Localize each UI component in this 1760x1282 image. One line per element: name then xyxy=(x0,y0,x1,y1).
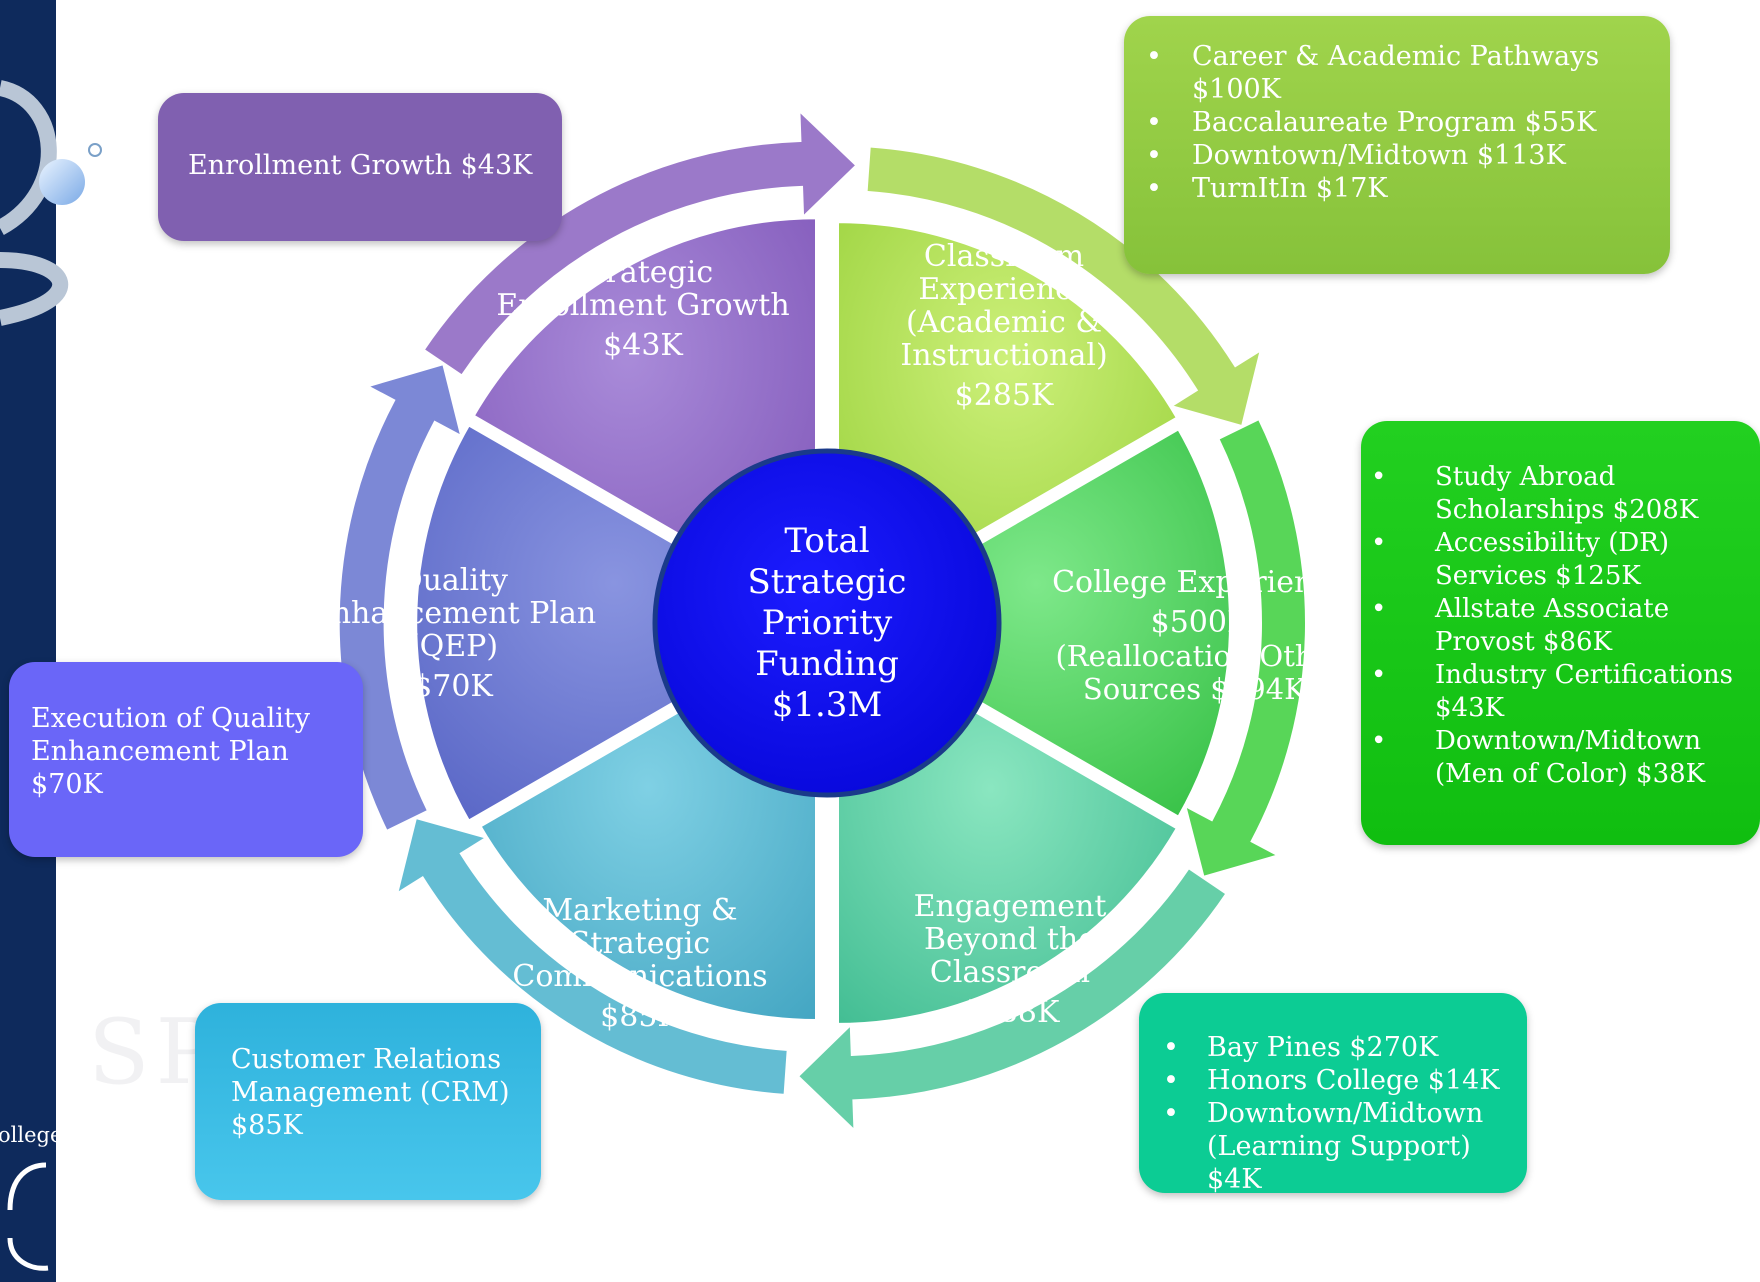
callout-classroom-item: Downtown/Midtown $113K xyxy=(1136,139,1650,172)
callout-marketing: Customer Relations Management (CRM) $85K xyxy=(195,1003,541,1200)
decorative-small-ring xyxy=(88,143,102,157)
callout-college-item: Study Abroad Scholarships $208K xyxy=(1361,461,1754,527)
logo-c-lower xyxy=(7,1237,49,1271)
logo-arc-top xyxy=(0,80,57,236)
decorative-orb xyxy=(39,159,85,205)
arrow-engagement xyxy=(796,866,1228,1133)
segment-qep xyxy=(413,421,818,825)
callout-college-item: Accessibility (DR) Services $125K xyxy=(1361,527,1754,593)
callout-college-item: Downtown/Midtown (Men of Color) $38K xyxy=(1361,725,1754,791)
callout-qep-text: Execution of Quality Enhancement Plan $7… xyxy=(31,703,310,800)
center-hub xyxy=(652,448,1002,798)
logo-arc-bottom xyxy=(0,252,69,326)
callout-classroom: Career & Academic Pathways $100K Baccala… xyxy=(1124,16,1670,274)
segment-amount-enrollment: $43K xyxy=(603,328,683,363)
callout-college: Study Abroad Scholarships $208K Accessib… xyxy=(1361,421,1760,845)
callout-engagement-item: Honors College $14K xyxy=(1153,1064,1517,1097)
callout-marketing-text: Customer Relations Management (CRM) $85K xyxy=(231,1044,510,1141)
segment-label-college: College Experience xyxy=(1052,565,1348,600)
callout-enrollment: Enrollment Growth $43K xyxy=(158,93,562,241)
callout-classroom-item: Baccalaureate Program $55K xyxy=(1136,106,1650,139)
segment-amount-marketing: $85K xyxy=(600,999,680,1034)
arrow-classroom xyxy=(865,145,1263,428)
arrow-enrollment xyxy=(422,108,858,377)
callout-engagement-item: Bay Pines $270K xyxy=(1153,1031,1517,1064)
callout-classroom-item: Career & Academic Pathways $100K xyxy=(1136,40,1650,106)
callout-classroom-item: TurnItIn $17K xyxy=(1136,172,1650,205)
logo-c-upper xyxy=(7,1162,47,1211)
callout-qep: Execution of Quality Enhancement Plan $7… xyxy=(9,662,363,857)
arrow-college xyxy=(1183,417,1307,879)
segment-amount-classroom: $285K xyxy=(955,378,1054,413)
callout-engagement-item: Downtown/Midtown (Learning Support) $4K xyxy=(1153,1097,1517,1196)
arrow-marketing xyxy=(395,816,789,1096)
segment-amount-college: $500K xyxy=(1151,605,1250,640)
callout-college-item: Allstate Associate Provost $86K xyxy=(1361,593,1754,659)
callout-engagement: Bay Pines $270K Honors College $14K Down… xyxy=(1139,993,1527,1196)
college-label: ollege xyxy=(0,1123,63,1147)
segment-amount-qep: $70K xyxy=(413,669,493,704)
segment-amount-engagement: $288K xyxy=(961,995,1060,1030)
segment-college xyxy=(836,425,1233,821)
callout-enrollment-text: Enrollment Growth $43K xyxy=(188,150,533,181)
callout-college-item: Industry Certifications $43K xyxy=(1361,659,1754,725)
